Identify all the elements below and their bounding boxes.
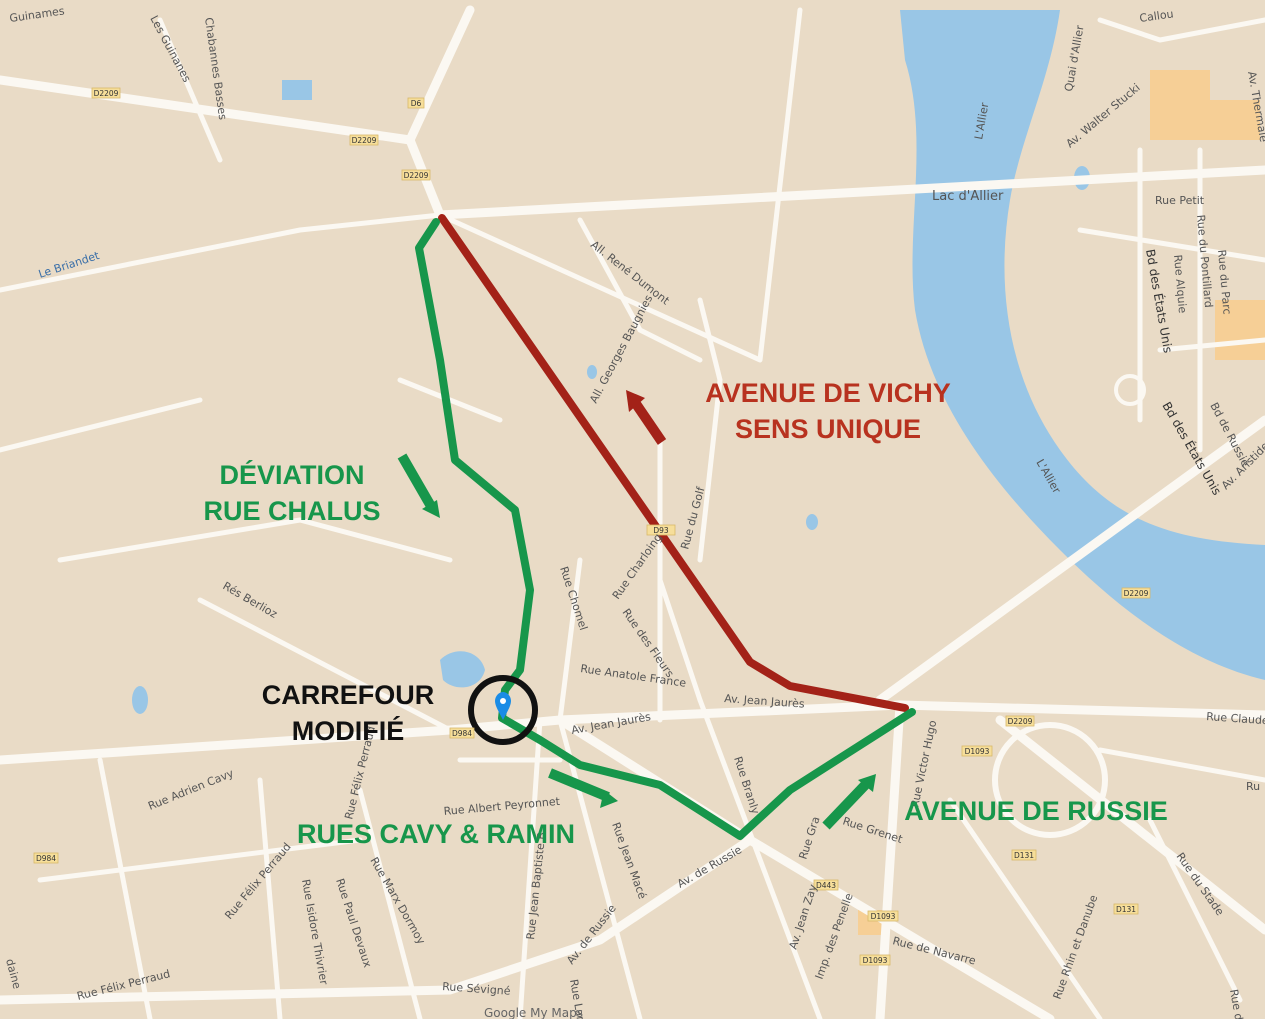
shield-d131-a: D131: [1011, 849, 1037, 861]
svg-text:D2209: D2209: [1124, 589, 1149, 598]
label-rue-d: Rue d: [1227, 988, 1245, 1019]
shield-d2209-a: D2209: [91, 87, 121, 99]
pond-left: [440, 651, 485, 688]
callout-carrefour: CARREFOUR MODIFIÉ: [262, 680, 435, 746]
callout-carrefour-line1: CARREFOUR: [262, 680, 435, 710]
shield-d984-a: D984: [449, 727, 475, 739]
callout-avenue-vichy: AVENUE DE VICHY SENS UNIQUE: [705, 378, 951, 444]
arrow-red-up: [626, 390, 667, 445]
urban-areas: [858, 70, 1265, 935]
shield-d2209-c: D2209: [401, 169, 431, 181]
google-attribution: Google My Maps: [484, 1006, 583, 1019]
callout-deviation: DÉVIATION RUE CHALUS: [203, 459, 380, 526]
shield-d131-b: D131: [1113, 903, 1139, 915]
pond-small-4: [587, 365, 597, 379]
label-rue-lan: Rue Lan: [567, 978, 587, 1019]
carrefour-circle[interactable]: [468, 675, 538, 745]
callout-carrefour-line2: MODIFIÉ: [292, 715, 405, 746]
svg-text:D131: D131: [1014, 851, 1034, 860]
arrow-green-cavy: [548, 768, 618, 808]
arrow-green-russie: [822, 774, 876, 830]
svg-text:D6: D6: [411, 99, 422, 108]
pond-small-3: [806, 514, 818, 530]
svg-text:D1093: D1093: [871, 912, 896, 921]
svg-text:D2209: D2209: [94, 89, 119, 98]
label-rue-r: Ru: [1246, 780, 1260, 793]
svg-text:D443: D443: [816, 881, 836, 890]
shield-d1093-a: D1093: [961, 745, 993, 757]
svg-text:D1093: D1093: [863, 956, 888, 965]
green-route-deviation: [415, 218, 916, 840]
svg-text:D984: D984: [452, 729, 472, 738]
label-lallier-top: L'Allier: [972, 101, 991, 140]
shield-d1093-b: D1093: [867, 910, 899, 922]
label-rue-petit: Rue Petit: [1155, 194, 1205, 207]
svg-text:D2209: D2209: [352, 136, 377, 145]
svg-text:D93: D93: [653, 526, 669, 535]
svg-text:D984: D984: [36, 854, 56, 863]
pond-small-1: [132, 686, 148, 714]
label-rue-parc: Rue du Parc: [1215, 249, 1234, 315]
svg-text:D2209: D2209: [404, 171, 429, 180]
callout-deviation-line1: DÉVIATION: [219, 459, 364, 490]
svg-text:D2209: D2209: [1008, 717, 1033, 726]
callout-avenue-vichy-line1: AVENUE DE VICHY: [705, 378, 951, 408]
callout-avenue-vichy-line2: SENS UNIQUE: [735, 414, 921, 444]
label-rue-alquie: Rue Alquie: [1171, 254, 1189, 314]
pond-top: [282, 80, 312, 100]
shield-d443: D443: [813, 879, 839, 891]
callout-cavy-ramin: RUES CAVY & RAMIN: [297, 819, 575, 849]
label-callou: Callou: [1139, 7, 1175, 25]
label-av-jean-jaures-1: Av. Jean Jaurès: [724, 692, 805, 711]
river-allier: [900, 10, 1265, 680]
svg-text:D1093: D1093: [965, 747, 990, 756]
arrow-green-deviation: [397, 453, 440, 518]
label-lac-allier: Lac d'Allier: [932, 189, 1004, 204]
shield-d6: D6: [407, 97, 425, 109]
shield-d984-b: D984: [33, 852, 59, 864]
shield-d2209-e: D2209: [1005, 715, 1035, 727]
label-rue-sevigne: Rue Sévigné: [442, 980, 511, 998]
callout-avenue-russie: AVENUE DE RUSSIE: [904, 796, 1168, 826]
shield-d2209-d: D2209: [1121, 587, 1151, 599]
shield-d1093-c: D1093: [859, 954, 891, 966]
callout-deviation-line2: RUE CHALUS: [203, 496, 380, 526]
label-rue-claude: Rue Claude: [1206, 710, 1265, 727]
svg-text:D131: D131: [1116, 905, 1136, 914]
shield-d2209-b: D2209: [349, 134, 379, 146]
road-shields: D2209 D6 D2209 D2209 D93 D2209 D2209 D10…: [33, 87, 1151, 966]
location-pin-icon[interactable]: [495, 692, 511, 720]
red-route-avenue-vichy: [438, 214, 909, 712]
shield-d93: D93: [646, 524, 676, 536]
